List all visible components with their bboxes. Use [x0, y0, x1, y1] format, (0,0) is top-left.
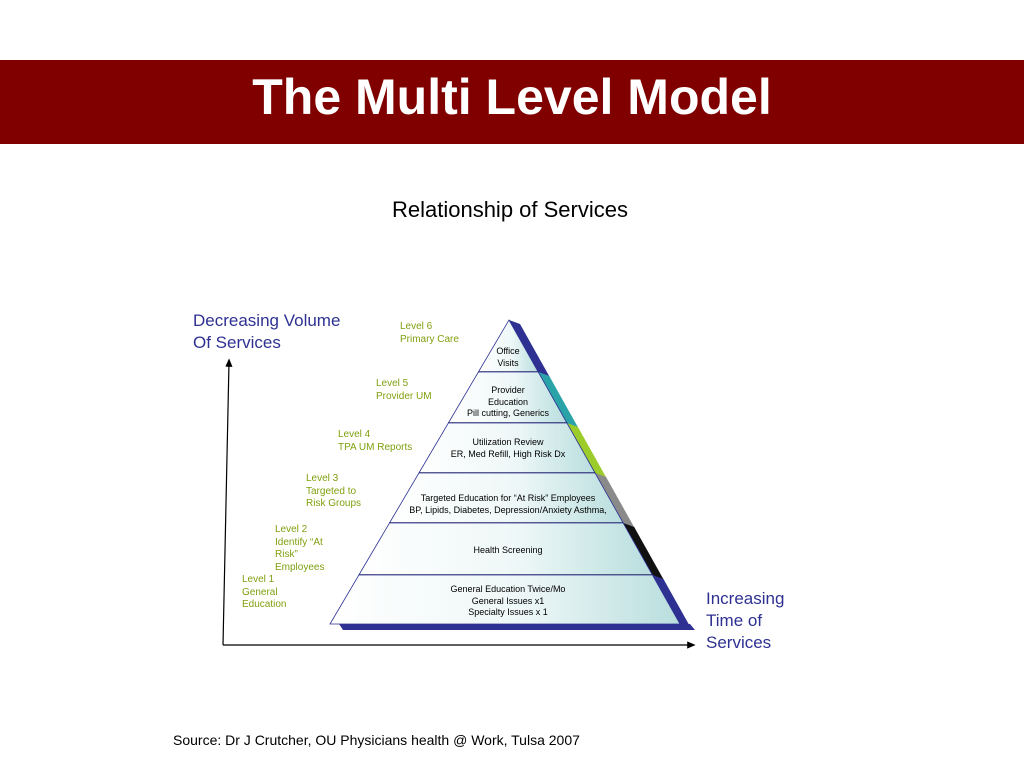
pyramid-edge-band — [595, 473, 636, 529]
x-axis-label-line-1: Increasing — [706, 589, 785, 608]
tier-text-line: ER, Med Refill, High Risk Dx — [450, 448, 566, 459]
level-label-line: General — [242, 586, 278, 598]
y-axis-label-line-1: Decreasing Volume — [193, 311, 341, 330]
level-label-line: Targeted to — [306, 485, 357, 497]
x-axis-label-line-2: Time of — [706, 611, 763, 630]
title-bar — [0, 60, 1024, 144]
pyramid-tiers — [329, 319, 681, 625]
pyramid-edge-band — [509, 320, 551, 378]
y-axis-arrow — [222, 358, 233, 646]
level-label-line: Education — [242, 599, 287, 610]
tier-text-line: BP, Lipids, Diabetes, Depression/Anxiety… — [409, 504, 607, 515]
level-2-label: Level 2 Identify “At Risk” Employees — [275, 524, 324, 574]
level-label-line: Primary Care — [400, 333, 459, 345]
level-label-line: Level 3 — [306, 473, 339, 484]
level-4-label: Level 4 TPA UM Reports — [338, 429, 412, 454]
tier-text-line: General Education Twice/Mo — [450, 584, 566, 594]
pyramid-edge-band — [538, 372, 579, 429]
level-label-line: Employees — [275, 561, 325, 573]
y-axis-label: Decreasing Volume Of Services — [193, 310, 340, 354]
level-label-line: Risk” — [275, 549, 298, 560]
tier-6-text: Office Visits — [458, 346, 558, 369]
level-5-label: Level 5 Provider UM — [376, 378, 432, 403]
diagram-subtitle: Relationship of Services — [391, 197, 628, 222]
level-label-line: Level 2 — [275, 524, 308, 535]
level-label-line: Identify “At — [275, 536, 323, 548]
pyramid-edge-band — [566, 423, 608, 479]
level-3-label: Level 3 Targeted to Risk Groups — [306, 473, 361, 511]
tier-text-line: Specialty Issues x 1 — [468, 607, 548, 617]
level-label-line: TPA UM Reports — [338, 441, 413, 453]
pyramid-tier — [329, 574, 681, 625]
level-label-line: Level 5 — [376, 378, 409, 389]
tier-1-text: General Education Twice/Mo General Issue… — [418, 584, 598, 619]
pyramid-edge-band — [623, 523, 665, 581]
level-6-label: Level 6 Primary Care — [400, 321, 459, 346]
source-citation: Source: Dr J Crutcher, OU Physicians hea… — [173, 732, 580, 748]
tier-text-line: Office — [496, 346, 520, 356]
pyramid-side-edges — [509, 320, 692, 630]
tier-text-line: Utilization Review — [472, 437, 544, 447]
tier-2-text: Health Screening — [418, 545, 598, 557]
tier-text-line: Visits — [497, 357, 519, 368]
pyramid-base-shadow — [339, 624, 695, 630]
y-axis-label-line-2: Of Services — [193, 333, 281, 352]
pyramid-edge-band — [652, 575, 692, 630]
tier-5-text: Provider Education Pill cutting, Generic… — [438, 385, 578, 420]
level-label-line: Level 4 — [338, 429, 371, 440]
level-label-line: Level 6 — [400, 321, 433, 332]
slide-title: The Multi Level Model — [252, 69, 772, 125]
tier-text-line: Health Screening — [473, 545, 543, 555]
tier-3-text: Targeted Education for “At Risk” Employe… — [388, 493, 628, 516]
tier-text-line: Provider — [491, 385, 525, 395]
tier-text-line: Targeted Education for “At Risk” Employe… — [420, 493, 596, 503]
level-1-label: Level 1 General Education — [242, 574, 286, 612]
x-axis-label: Increasing Time of Services — [706, 588, 784, 654]
tier-text-line: Education — [487, 396, 529, 407]
tier-text-line: General Issues x1 — [471, 595, 545, 606]
x-axis-label-line-3: Services — [706, 633, 772, 652]
level-label-line: Level 1 — [242, 574, 275, 585]
level-label-line: Provider UM — [376, 390, 432, 402]
tier-4-text: Utilization Review ER, Med Refill, High … — [418, 437, 598, 460]
level-label-line: Risk Groups — [306, 498, 362, 509]
tier-text-line: Pill cutting, Generics — [466, 408, 550, 418]
